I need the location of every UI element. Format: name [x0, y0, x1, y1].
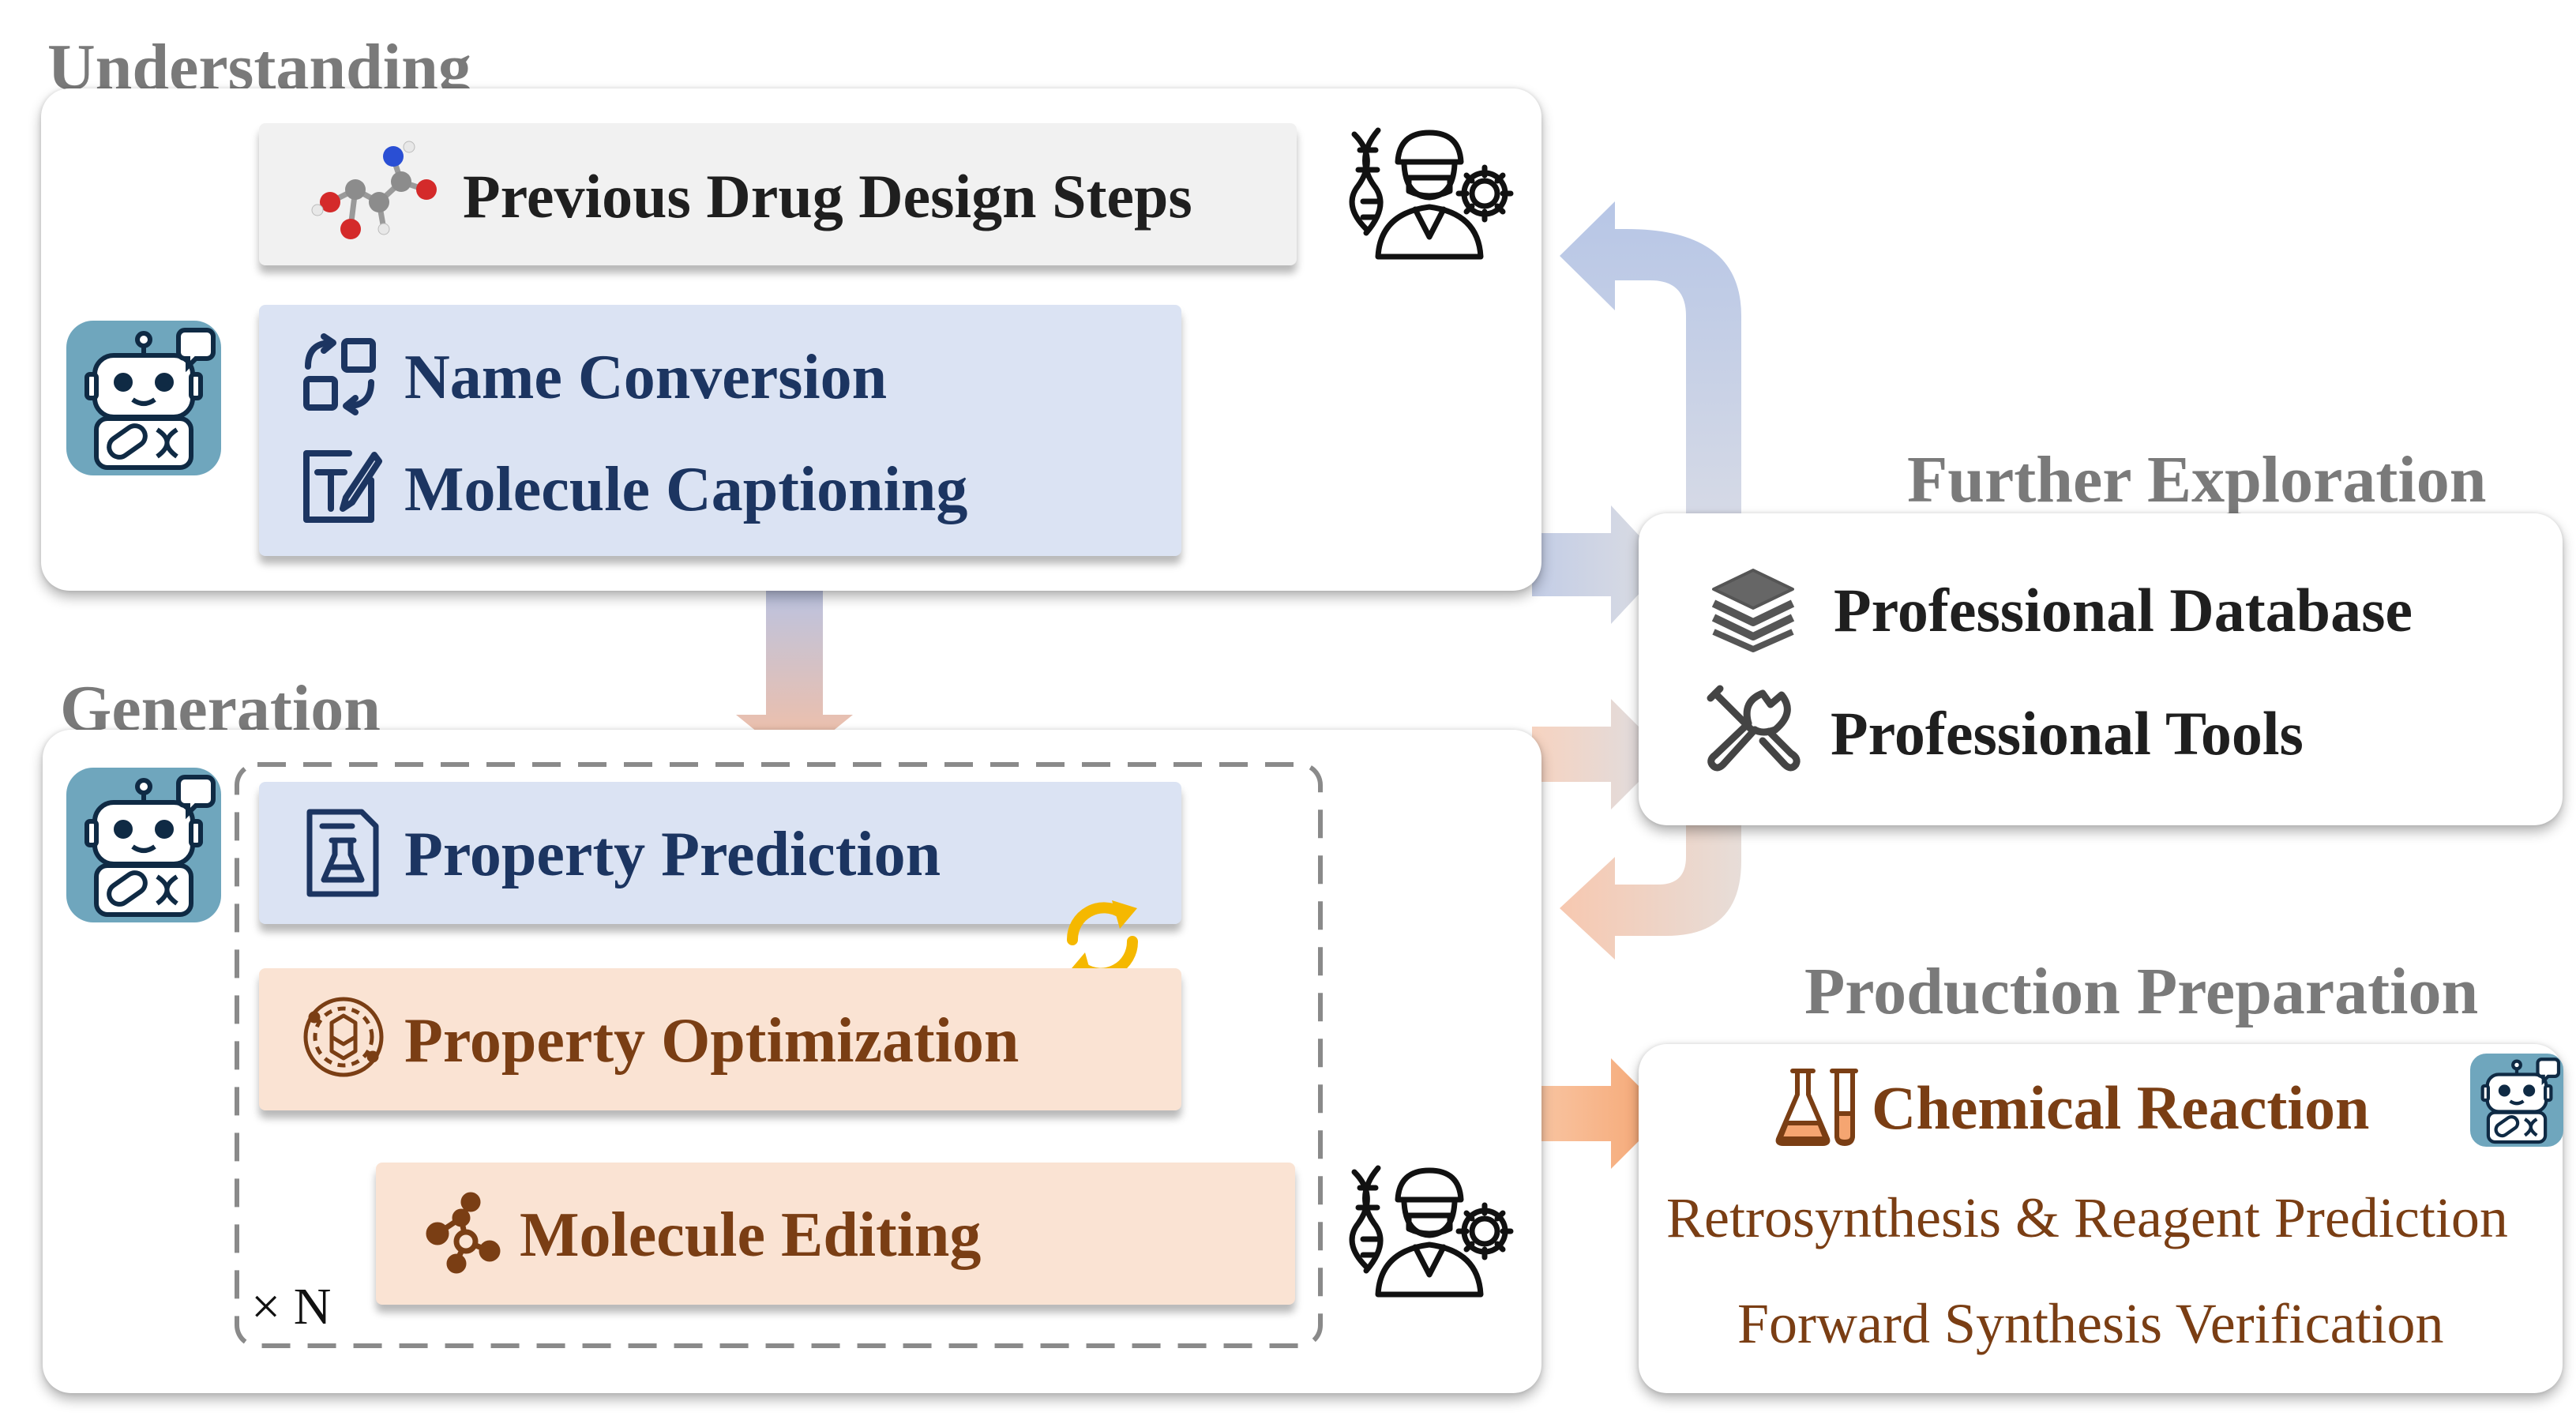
production-preparation-title: Production Preparation: [1804, 955, 2479, 1028]
scientist-icon: [1349, 1165, 1514, 1298]
molecule-captioning-label: Molecule Captioning: [404, 455, 968, 524]
chemistry-flask-icon: [1775, 1069, 1858, 1146]
molecule-editing-box: [376, 1163, 1295, 1305]
forward-synthesis-label: Forward Synthesis Verification: [1737, 1292, 2444, 1355]
molecule-editing-icon: [426, 1192, 501, 1274]
robot-icon: [66, 321, 221, 475]
arrow-generation-to-exploration: [1532, 699, 1666, 810]
arrow-understanding-to-exploration: [1532, 505, 1666, 624]
property-optimization-box: [259, 968, 1181, 1110]
arrow-generation-to-production: [1532, 1058, 1666, 1169]
chemical-reaction-label: Chemical Reaction: [1872, 1073, 2370, 1142]
previous-steps-label: Previous Drug Design Steps: [463, 162, 1192, 231]
arrow-exploration-to-generation: [1560, 821, 1741, 960]
tools-icon: [1707, 685, 1801, 772]
name-conversion-icon: [303, 333, 376, 415]
professional-database-label: Professional Database: [1834, 576, 2413, 644]
arrow-exploration-to-understanding: [1560, 201, 1741, 521]
robot-icon: [2470, 1054, 2563, 1147]
repeat-count-label: × N: [251, 1278, 332, 1335]
property-prediction-label: Property Prediction: [404, 820, 941, 889]
repeat-dashed-frame: [235, 762, 1323, 1348]
molecule-icon: [311, 141, 437, 239]
further-exploration-title: Further Exploration: [1907, 443, 2487, 517]
professional-tools-label: Professional Tools: [1831, 699, 2304, 768]
caption-icon: [303, 450, 382, 523]
robot-icon: [66, 768, 221, 922]
molecule-editing-label: Molecule Editing: [520, 1200, 982, 1270]
understanding-tasks-box: [259, 305, 1181, 556]
property-optimization-label: Property Optimization: [404, 1006, 1020, 1076]
retrosynthesis-label: Retrosynthesis & Reagent Prediction: [1666, 1186, 2508, 1249]
optimization-icon: [303, 997, 384, 1077]
name-conversion-label: Name Conversion: [404, 343, 888, 412]
database-icon: [1711, 569, 1795, 652]
arrow-understanding-to-generation: [736, 584, 853, 762]
further-exploration-panel: [1639, 513, 2563, 825]
scientist-icon: [1349, 127, 1514, 260]
property-prediction-box: [259, 782, 1181, 924]
flask-document-icon: [306, 809, 379, 897]
